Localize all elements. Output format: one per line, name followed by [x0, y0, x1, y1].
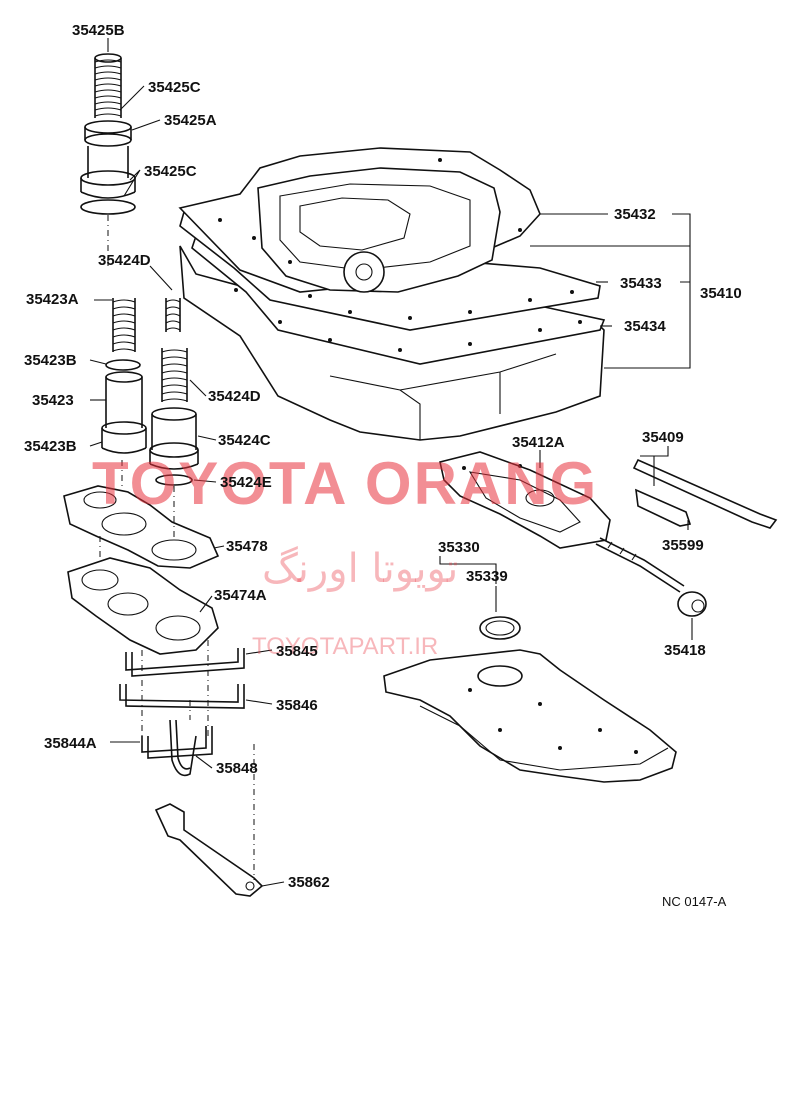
label-35423: 35423	[32, 392, 74, 409]
label-35846: 35846	[276, 697, 318, 714]
spring-35425B	[94, 53, 122, 118]
label-35425C-top: 35425C	[148, 79, 201, 96]
label-35424E: 35424E	[220, 474, 272, 491]
watermark-brand: TOYOTA ORANG	[92, 450, 598, 517]
label-35432: 35432	[614, 206, 656, 223]
diagram-code: NC 0147-A	[662, 894, 727, 909]
detent-plate-35412A	[439, 451, 611, 549]
label-35434: 35434	[624, 318, 666, 335]
label-35410: 35410	[700, 285, 742, 302]
label-35474A: 35474A	[214, 587, 267, 604]
tube-35846	[119, 684, 245, 709]
bracket-35862	[154, 803, 264, 897]
watermark-persian: تویوتا اورنگ	[262, 546, 458, 592]
piston-35423	[101, 371, 147, 454]
watermark-site: TOYOTAPART.IR	[252, 633, 438, 660]
leader-lines	[89, 38, 693, 887]
label-35424D-top: 35424D	[98, 252, 151, 269]
label-35862: 35862	[288, 874, 330, 891]
label-35418: 35418	[664, 642, 706, 659]
spring-35424D	[161, 298, 188, 402]
piston-35424C	[149, 407, 199, 470]
label-35478: 35478	[226, 538, 268, 555]
label-35423A: 35423A	[26, 291, 79, 308]
label-35845: 35845	[276, 643, 318, 660]
label-35599: 35599	[662, 537, 704, 554]
label-35423B-bottom: 35423B	[24, 438, 77, 455]
valve-body-assembly	[178, 147, 606, 441]
tube-35845	[125, 648, 245, 677]
rod-35409	[632, 458, 778, 529]
label-35339: 35339	[466, 568, 508, 585]
label-35844A: 35844A	[44, 735, 97, 752]
label-35433: 35433	[620, 275, 662, 292]
gasket-35478	[63, 485, 220, 569]
tube-35848	[169, 719, 197, 777]
spring-35423A	[112, 298, 136, 352]
label-35412A: 35412A	[512, 434, 565, 451]
spring-35599	[635, 488, 692, 527]
cover-35474A	[67, 557, 219, 655]
label-35425A: 35425A	[164, 112, 217, 129]
o-ring-35339	[479, 616, 521, 640]
label-35425C-bottom: 35425C	[144, 163, 197, 180]
ring-35424E	[155, 474, 193, 486]
label-35330: 35330	[438, 539, 480, 556]
label-35409: 35409	[642, 429, 684, 446]
label-35425B: 35425B	[72, 22, 125, 39]
label-35848: 35848	[216, 760, 258, 777]
cable-35418	[595, 537, 707, 617]
label-35423B-top: 35423B	[24, 352, 77, 369]
piston-35425A	[80, 120, 136, 215]
label-35424C: 35424C	[218, 432, 271, 449]
ring-35423B	[105, 359, 141, 371]
label-35424D-bottom: 35424D	[208, 388, 261, 405]
strainer-35330	[383, 649, 677, 783]
tube-35844A	[141, 726, 213, 759]
